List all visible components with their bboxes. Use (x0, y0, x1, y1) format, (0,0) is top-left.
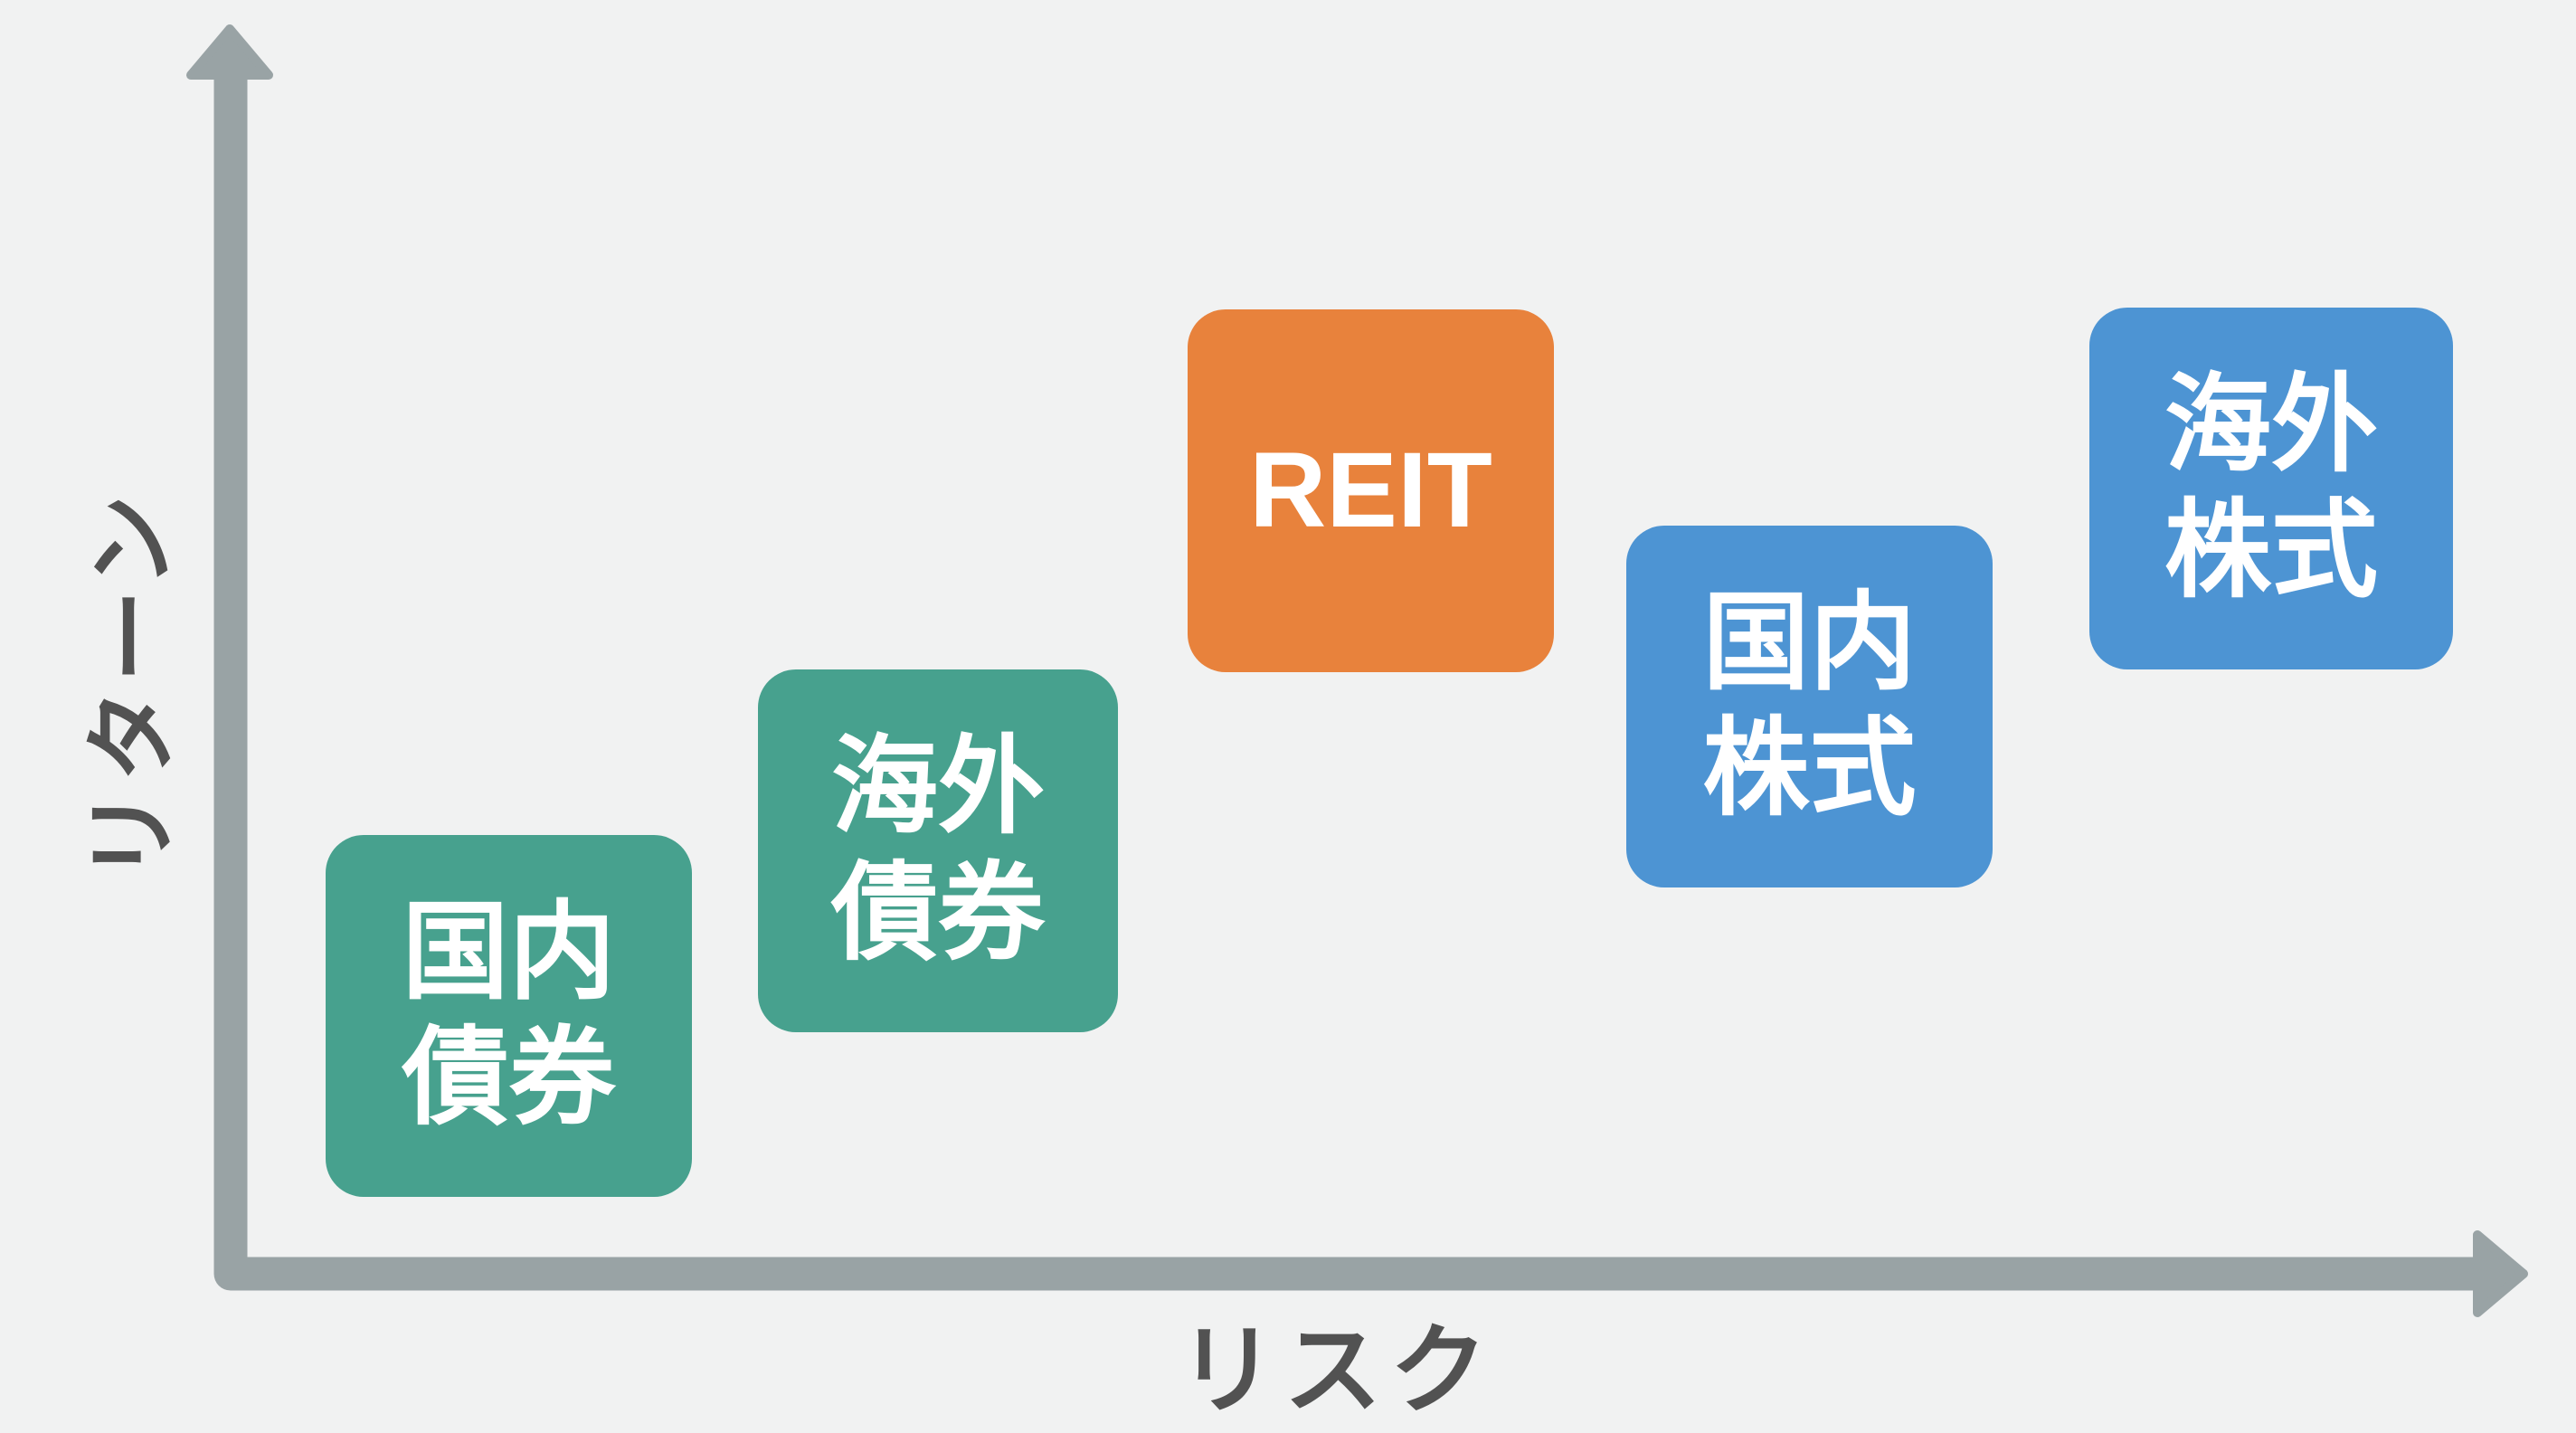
asset-box-label: REIT (1249, 430, 1492, 550)
asset-box-label: 海外 債券 (830, 727, 1045, 973)
axis-lines (213, 71, 2480, 1291)
asset-box-foreign-equity: 海外 株式 (2089, 308, 2453, 669)
asset-box-domestic-bonds: 国内 債券 (326, 835, 692, 1197)
asset-box-domestic-equity: 国内 株式 (1626, 526, 1993, 887)
y-axis-arrowhead (186, 24, 273, 80)
asset-box-label: 海外 株式 (2164, 365, 2378, 611)
asset-box-reit: REIT (1188, 309, 1554, 672)
y-axis-label: リターン (80, 488, 185, 882)
x-axis-arrowhead (2473, 1230, 2528, 1317)
asset-box-label: 国内 株式 (1702, 583, 1917, 829)
asset-box-foreign-bonds: 海外 債券 (758, 669, 1118, 1032)
asset-box-label: 国内 債券 (402, 892, 616, 1138)
x-axis-label: リスク (1178, 1315, 1496, 1425)
